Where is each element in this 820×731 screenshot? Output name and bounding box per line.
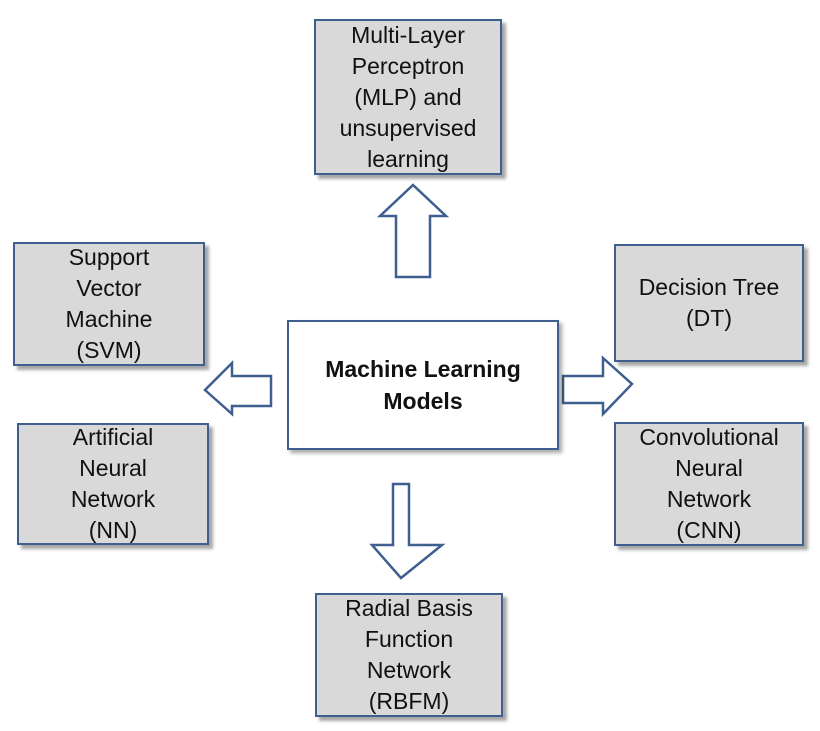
node-rbfm-label: Radial Basis Function Network (RBFM) (345, 595, 473, 714)
node-dt-label: Decision Tree (DT) (638, 274, 780, 331)
node-svm: Support Vector Machine (SVM) (13, 242, 205, 366)
arrow-left (203, 359, 273, 417)
arrow-down (369, 482, 446, 580)
node-nn: Artificial Neural Network (NN) (17, 423, 209, 545)
node-mlp: Multi-Layer Perceptron (MLP) and unsuper… (314, 19, 502, 175)
node-cnn-label: Convolutional Neural Network (CNN) (639, 424, 779, 543)
arrow-up (376, 183, 450, 279)
node-cnn: Convolutional Neural Network (CNN) (614, 422, 804, 546)
center-node: Machine Learning Models (287, 320, 559, 450)
node-dt: Decision Tree (DT) (614, 244, 804, 362)
node-svm-label: Support Vector Machine (SVM) (65, 244, 153, 363)
node-nn-label: Artificial Neural Network (NN) (70, 424, 156, 543)
node-rbfm: Radial Basis Function Network (RBFM) (315, 593, 503, 717)
center-node-label: Machine Learning Models (325, 356, 521, 414)
node-mlp-label: Multi-Layer Perceptron (MLP) and unsuper… (339, 21, 477, 172)
arrow-right (561, 355, 634, 418)
